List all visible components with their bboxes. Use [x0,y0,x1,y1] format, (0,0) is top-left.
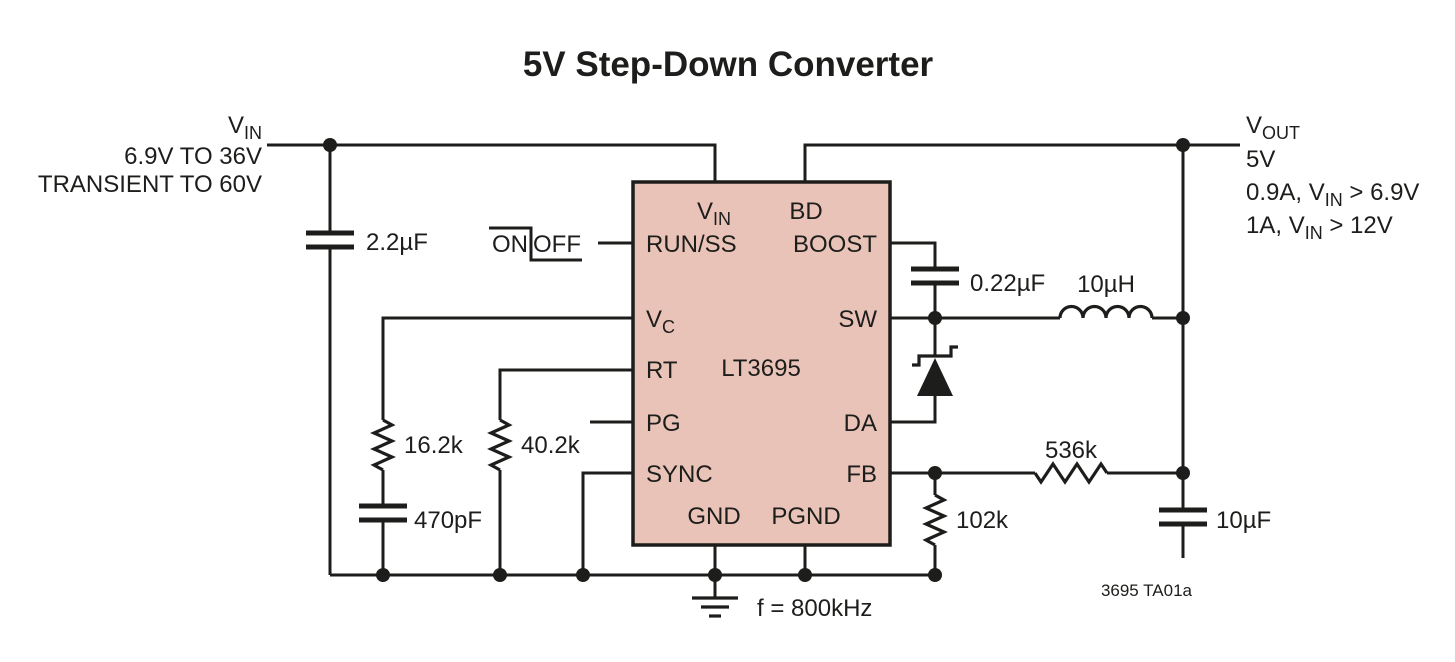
pin-vin-sub: IN [713,209,731,229]
pin-label-bd: BD [789,198,822,225]
pin-vc-sub: C [662,317,675,337]
junction-dot [1176,466,1190,480]
boost-capacitor-label: 0.22µF [970,270,1045,297]
pin-label-fb: FB [846,461,877,488]
ic-body [631,180,892,547]
inductor-coils [1058,304,1154,319]
output-voltage-label: VOUT 5V 0.9A, VIN > 6.9V 1A, VIN > 12V [1246,112,1419,243]
wires [267,143,1240,598]
wire-rt [498,368,633,420]
inductor-label: 10µH [1077,271,1135,298]
ground-symbol [692,596,738,618]
wire-sync [581,471,633,575]
compensation-resistor-label: 16.2k [404,432,464,459]
output-capacitor-label: 10µF [1216,507,1271,534]
input-range-label: 6.9V TO 36V [124,143,262,170]
rt-resistor-label: 40.2k [521,432,581,459]
pin-label-gnd: GND [687,503,740,530]
vin-label-sub: IN [244,123,262,143]
output-spec2-post: > 12V [1323,212,1393,239]
compensation-capacitor [359,503,407,575]
wire-boost [890,241,937,269]
feedback-resistor-bottom-label: 102k [956,507,1009,534]
junction-dots [323,138,1190,582]
pin-label-pgnd: PGND [771,503,840,530]
output-spec1-pre: 0.9A, V [1246,179,1325,206]
diode-triangle [917,358,953,396]
resistor-zigzag [370,418,396,472]
junction-dot [323,138,337,152]
junction-dot [928,311,942,325]
junction-dot [376,568,390,582]
pin-label-vin: VIN [697,198,731,229]
on-off-control: ON OFF [489,226,582,262]
junction-dot [708,568,722,582]
junction-dot [493,568,507,582]
feedback-resistor-top-label: 536k [1045,437,1098,464]
catch-diode [890,318,958,424]
junction-dot [1176,311,1190,325]
switching-frequency-label: f = 800kHz [757,595,872,622]
diode-anode-lead [890,396,937,424]
junction-dot [1176,138,1190,152]
output-voltage-value: 5V [1246,146,1275,173]
feedback-resistor-bottom [922,473,948,575]
pin-label-da: DA [844,410,877,437]
junction-dot [928,568,942,582]
pin-vc-main: V [646,306,662,333]
on-off-bracket [489,226,582,262]
input-capacitor-label: 2.2µF [366,229,428,256]
junction-dot [798,568,812,582]
schottky-cathode-bar [912,345,958,367]
vin-label-main: V [228,112,244,139]
input-capacitor [306,145,354,575]
boost-capacitor [911,266,959,318]
ic-lt3695: VIN BD RUN/SS BOOST VC SW RT LT3695 PG D… [631,180,892,547]
compensation-resistor [370,418,396,506]
output-current-spec-1: 0.9A, VIN > 6.9V [1246,179,1419,210]
junction-dot [928,466,942,480]
pin-label-sync: SYNC [646,461,713,488]
compensation-capacitor-label: 470pF [414,507,482,534]
vout-label-sub: OUT [1262,123,1300,143]
vin-label: VIN [228,112,262,143]
output-capacitor [1159,507,1207,558]
input-voltage-label: VIN 6.9V TO 36V TRANSIENT TO 60V [38,112,262,198]
schematic-title: 5V Step-Down Converter [523,45,934,84]
ic-part-number: LT3695 [721,355,801,382]
pin-label-boost: BOOST [793,231,877,258]
output-spec2-sub: IN [1305,223,1323,243]
output-current-spec-2: 1A, VIN > 12V [1246,212,1393,243]
output-spec2-pre: 1A, V [1246,212,1305,239]
vout-label-main: V [1246,112,1262,139]
pin-label-sw: SW [838,306,877,333]
pin-label-rt: RT [646,357,678,384]
resistor-zigzag [1033,461,1109,485]
on-label: ON [492,231,528,258]
resistor-zigzag [922,493,948,547]
rt-resistor [487,418,513,575]
figure-id: 3695 TA01a [1101,581,1193,600]
off-label: OFF [533,231,581,258]
pin-label-pg: PG [646,410,681,437]
wire-vin-rail [267,143,717,182]
junction-dot [576,568,590,582]
input-transient-label: TRANSIENT TO 60V [38,171,262,198]
vout-label: VOUT [1246,112,1300,143]
pin-vin-main: V [697,198,713,225]
output-spec1-post: > 6.9V [1343,179,1420,206]
feedback-resistor-top [1033,461,1109,485]
pin-label-run-ss: RUN/SS [646,231,737,258]
wire-vc [381,316,633,420]
inductor [1058,304,1154,319]
pin-label-vc: VC [646,306,675,337]
wire-vout-rail [803,143,1240,182]
resistor-zigzag [487,418,513,472]
output-spec1-sub: IN [1325,190,1343,210]
